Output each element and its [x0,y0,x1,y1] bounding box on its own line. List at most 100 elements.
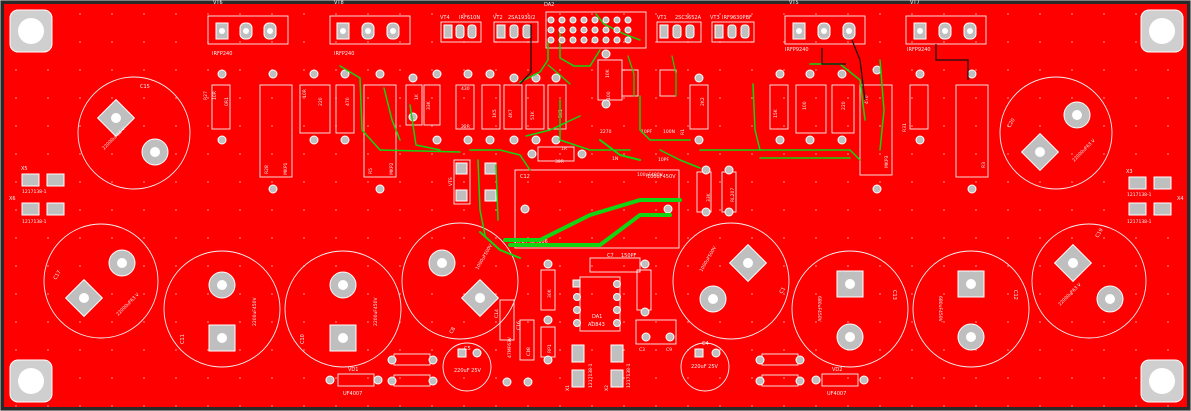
r-33k: 33K [426,100,432,110]
x4-connector: X4 1217138-1 [1127,196,1184,225]
r-220: 220 [318,97,324,106]
c12-capacitor: C12 680uF450V [912,250,1030,368]
r-1k: 1K [414,93,420,100]
c10-value: 2200uF450V [373,297,379,326]
x5-part: 1217138-1 [22,189,47,195]
c4-capacitor: C4 220uF 25V [680,341,730,392]
vt1-label: VT1 [657,15,667,21]
c5-capacitor: C5 220uF 25V [442,342,492,392]
x5-connector: X5 1217138-1 [21,166,65,195]
c17-label: C17 [53,269,63,281]
vt7-part: IRFP9240 [907,47,931,53]
da2-footprint: DA2 [544,2,647,49]
x4-label: X4 [1177,196,1184,202]
resistor-strip-right: 2K2 R1 15K 100 220 MKP3 470 R31 R3 [680,65,989,194]
c11-capacitor: C11 2200uF450V [163,250,281,368]
center-right-parts: 33K RL207 100pF400V [637,165,737,217]
vt5-footprint: VT5 IRFP9240 [784,0,866,53]
vt7-footprint: VT7 IRFP9240 [905,0,987,53]
c14-label: C14 [494,309,500,318]
c16-label: C16 [516,321,522,330]
r31-label: R31 [902,123,908,132]
c7-capacitor: C7 150PF [589,253,641,273]
vd2-part: UF4007 [827,391,846,397]
r1-label: R1 [680,129,686,135]
bottom-center-resistors: 30K RP1 C3 C9 C14 C16 C18 47MF63V [494,259,677,387]
x2-connector: X2 1217138-1 [604,344,632,391]
r-51k: 51K [530,110,536,120]
r-430: 430 [461,86,470,92]
x3-part: 1217138-1 [1127,192,1152,198]
vt2-label: VT2 [493,15,503,21]
vt3-label: VT3 [710,15,720,21]
x5-label: X5 [21,166,28,172]
r5-label: R5 [368,168,374,174]
c8-label: C8 [449,326,458,335]
r-39r: 39R [555,159,564,165]
c11-value: 2200uF450V [252,297,258,326]
mounting-holes [9,9,1184,403]
c19-label: C19 [1095,227,1105,239]
r-22r: 22R [461,124,470,130]
x1-label: X1 [565,385,571,391]
vd1-part: UF4007 [343,391,362,397]
c10-capacitor: C10 2200uF450V [284,250,402,368]
mkp1-label: MKP1 [283,162,289,175]
via-grid [4,4,1187,407]
r-220-2: 220 [841,101,847,110]
c11-label: C11 [180,334,186,344]
r-100: 100 [606,91,612,100]
vts-label: VTS [448,177,454,186]
r-10r-2: 10R [302,89,308,98]
vt7-label: VT7 [910,0,920,6]
r-1k5: 1K5 [492,109,498,118]
vt6-footprint: VT6 IRFP240 [207,0,289,57]
c7-value: 150PF [621,253,637,259]
r3-label: R3 [981,162,987,168]
r27-label: R27 [203,91,209,100]
r28-label: R28 [264,165,270,174]
c20-label: C20 [1007,117,1017,129]
vt8-part: IRFP240 [334,51,354,57]
x1-part: 1217138-1 [588,363,594,388]
c-10pf: 10PF [641,129,652,135]
vt2-footprint: VT2 2SA1930/2 [493,15,539,43]
da1-label: DA1 [592,314,602,320]
vts-transistor: VTS [448,159,497,205]
c-1n: 1N [612,156,618,162]
rp1-label: RP1 [547,344,553,353]
c-10pf-2: 10PF [658,157,669,163]
mkp2-label: MKP2 [389,162,395,175]
c13-value: 680uF450V [816,296,822,323]
c12-top-value: 100uF450V [647,174,676,180]
jumper-wires [519,24,969,101]
x3-label: X3 [1126,169,1133,175]
vt2-part: 2SA1930/2 [508,15,535,21]
r-100-2: 100 [802,101,808,110]
r-10r: 10R [212,91,218,100]
c12-top-capacitor: C12 100uF450V [514,169,680,249]
c4-value: 220uF 25V [691,364,719,370]
vt5-label: VT5 [789,0,799,6]
c10-label: C10 [300,334,306,344]
c3-label: C3 [639,347,645,353]
x6-part: 1217138-1 [22,219,47,225]
vd1-diode: VD1 UF4007 [325,367,383,397]
da2-label: DA2 [544,2,554,8]
r-0r1: 0R1 [224,97,230,106]
r-33k-alt: 33K [706,192,712,202]
c8-capacitor: C8 1000uF500V [401,222,519,340]
x2-label: X2 [604,385,610,391]
x6-label: X6 [9,196,16,202]
vt6-part: IRFP240 [212,51,232,57]
r-4k7: 4K7 [508,109,514,118]
vt3-part: IRF9630PBF [722,15,752,21]
r-470: 470 [345,97,351,106]
r-5k1: 5K1 [558,109,564,118]
r-1r: 1R [561,146,567,152]
r-30k: 30K [547,288,553,298]
c5-label: C5 [464,346,471,352]
da2-pads [547,16,632,44]
